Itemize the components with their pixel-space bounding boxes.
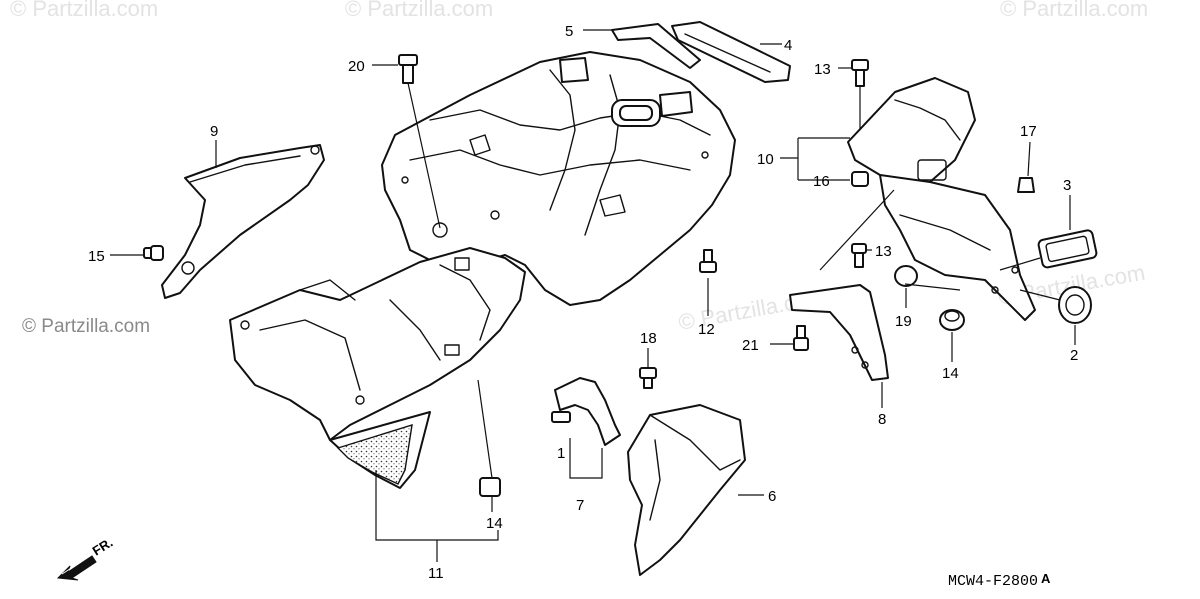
bolt-13-upper[interactable] [851,59,869,87]
callout-4: 4 [784,37,792,54]
bolt-22[interactable] [793,325,809,351]
callout-12: 12 [698,321,715,338]
bolt-19[interactable] [639,367,657,389]
callout-6: 6 [768,488,776,505]
bolt-13-lower[interactable] [851,243,867,268]
partzilla-watermark: © Partzilla.com [22,316,150,337]
bolt-12[interactable] [699,249,717,273]
side-bracket-left[interactable] [161,144,325,299]
callout-15: 14 [486,515,503,532]
callout-18: 17 [1020,123,1037,140]
callout-14: 14 [942,365,959,382]
callout-13-upper: 13 [814,61,831,78]
leader-lines [110,29,1076,562]
callout-20: 19 [895,313,912,330]
diagram-code-suffix: A [1041,571,1051,586]
callout-2: 2 [1070,347,1078,364]
front-direction-label: FR. [90,535,116,559]
callout-7: 7 [576,497,584,514]
callout-1: 1 [557,445,565,462]
callout-3: 3 [1063,177,1071,194]
grommet-2[interactable] [1058,286,1092,324]
collar-14[interactable] [939,309,965,331]
callout-19: 18 [640,330,657,347]
diagram-code-text: MCW4-F2800 [948,573,1038,590]
callout-11: 11 [428,565,444,582]
callout-labels: 20 5 4 9 15 13 10 16 17 3 12 13 19 14 2 … [88,23,1078,582]
plate-stay[interactable] [789,284,889,381]
watermark-top-center: © Partzilla.com [345,0,493,21]
nut-16[interactable] [851,171,869,187]
callout-13-lower: 13 [875,243,892,260]
callout-22: 21 [742,337,759,354]
callout-16: 16 [813,173,830,190]
rear-reflector[interactable] [1037,229,1098,269]
nut-20[interactable] [894,265,918,287]
callout-17: 15 [88,248,105,265]
bolt-21[interactable] [398,54,418,84]
diagram-code: MCW4-F2800 A [948,571,1051,590]
rear-fender-assembly[interactable] [229,51,736,489]
splash-guard[interactable] [627,404,746,576]
license-plate-bracket[interactable] [847,77,1036,321]
screw-18[interactable] [1017,177,1035,193]
front-direction-arrow: FR. [56,535,116,581]
callout-8: 8 [878,411,886,428]
rubber-band-4[interactable] [671,21,791,83]
watermark-top-right: © Partzilla.com [1000,0,1148,21]
watermark-top-left: © Partzilla.com [10,0,158,21]
bolt-17[interactable] [143,245,164,261]
rubber-band-5[interactable] [611,23,701,69]
callout-21: 20 [348,58,365,75]
callout-5: 5 [565,23,573,40]
clip-nut-15[interactable] [479,477,501,497]
callout-9: 9 [210,123,218,140]
small-bracket[interactable] [551,377,621,446]
callout-10: 10 [757,151,774,168]
